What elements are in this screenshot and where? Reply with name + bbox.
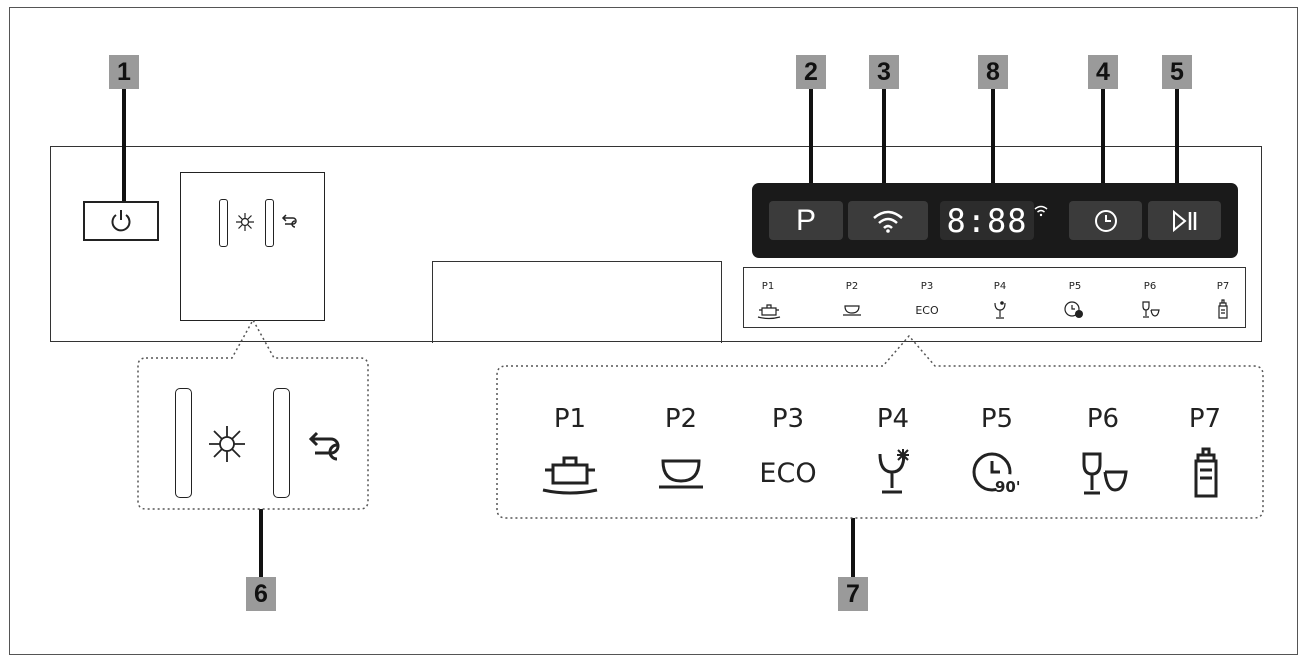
program-label-small: P7 xyxy=(1216,281,1230,292)
callout-8: 8 xyxy=(978,55,1008,89)
glass-cup-icon xyxy=(1142,301,1160,318)
rinse-aid-sun-icon xyxy=(236,213,254,231)
leader-2 xyxy=(809,89,813,201)
callout-1: 1 xyxy=(109,55,139,89)
delay-start-button[interactable] xyxy=(1069,201,1142,240)
rinse-aid-indicator-large xyxy=(175,388,192,498)
power-icon xyxy=(111,210,131,232)
program-label-large: P4 xyxy=(876,404,910,434)
glass-cup-icon xyxy=(1082,452,1128,495)
power-button[interactable] xyxy=(83,201,159,241)
leader-7 xyxy=(851,518,855,577)
leader-4 xyxy=(1101,89,1105,201)
indicator-window xyxy=(180,172,325,321)
pot-icon xyxy=(542,456,598,495)
program-label-small: P4 xyxy=(993,281,1007,292)
baby-bottle-icon xyxy=(1194,447,1218,498)
callout-3: 3 xyxy=(869,55,899,89)
rinse-aid-sun-icon xyxy=(209,426,245,462)
program-label-large: P6 xyxy=(1086,404,1120,434)
pot-icon xyxy=(757,304,781,320)
callout-6: 6 xyxy=(246,577,276,611)
leader-3 xyxy=(882,89,886,201)
leader-8 xyxy=(991,89,995,193)
clock-icon xyxy=(1094,209,1117,232)
leader-6 xyxy=(259,509,263,577)
program-label-large: P2 xyxy=(664,404,698,434)
outer-frame xyxy=(9,7,1298,655)
program-indicator-strip xyxy=(743,267,1246,328)
clock-90-icon xyxy=(1064,301,1083,318)
leader-5 xyxy=(1175,89,1179,201)
program-label-small: P6 xyxy=(1143,281,1157,292)
program-label-small: P1 xyxy=(761,281,775,292)
wifi-status-icon xyxy=(1034,205,1048,217)
program-label-large: P7 xyxy=(1188,404,1222,434)
leader-1 xyxy=(122,89,126,201)
salt-arrows-icon xyxy=(308,431,340,461)
glass-stain-icon xyxy=(994,301,1006,319)
salt-arrows-icon xyxy=(281,214,297,228)
panel-recess xyxy=(432,261,722,343)
start-pause-button[interactable] xyxy=(1148,201,1221,240)
play-pause-icon xyxy=(1172,209,1196,232)
rinse-aid-indicator-slot xyxy=(219,199,228,247)
salt-indicator-large xyxy=(273,388,290,498)
time-display: 8:88 xyxy=(940,201,1034,240)
program-button[interactable]: P xyxy=(769,201,843,240)
program-label-small: P3 xyxy=(920,281,934,292)
wifi-button[interactable] xyxy=(848,201,928,240)
eco-icon-large: ECO xyxy=(759,458,817,489)
clock-90-icon xyxy=(972,452,1020,498)
program-button-label: P xyxy=(795,203,816,237)
eco-icon-small: ECO xyxy=(915,304,939,317)
program-label-small: P2 xyxy=(845,281,859,292)
baby-bottle-icon xyxy=(1218,299,1228,319)
bowl-icon xyxy=(659,459,703,489)
program-label-large: P3 xyxy=(771,404,805,434)
callout-2: 2 xyxy=(796,55,826,89)
time-digits: 8:88 xyxy=(946,201,1028,240)
bowl-icon xyxy=(843,305,861,316)
program-label-small: P5 xyxy=(1068,281,1082,292)
callout-4: 4 xyxy=(1088,55,1118,89)
glass-stain-icon xyxy=(878,449,909,494)
program-label-large: P1 xyxy=(553,404,587,434)
callout-5: 5 xyxy=(1162,55,1192,89)
salt-indicator-slot xyxy=(265,199,274,247)
clock-90-label: 90' xyxy=(995,478,1021,496)
program-label-large: P5 xyxy=(980,404,1014,434)
callout-7: 7 xyxy=(838,577,868,611)
wifi-icon xyxy=(873,210,903,233)
